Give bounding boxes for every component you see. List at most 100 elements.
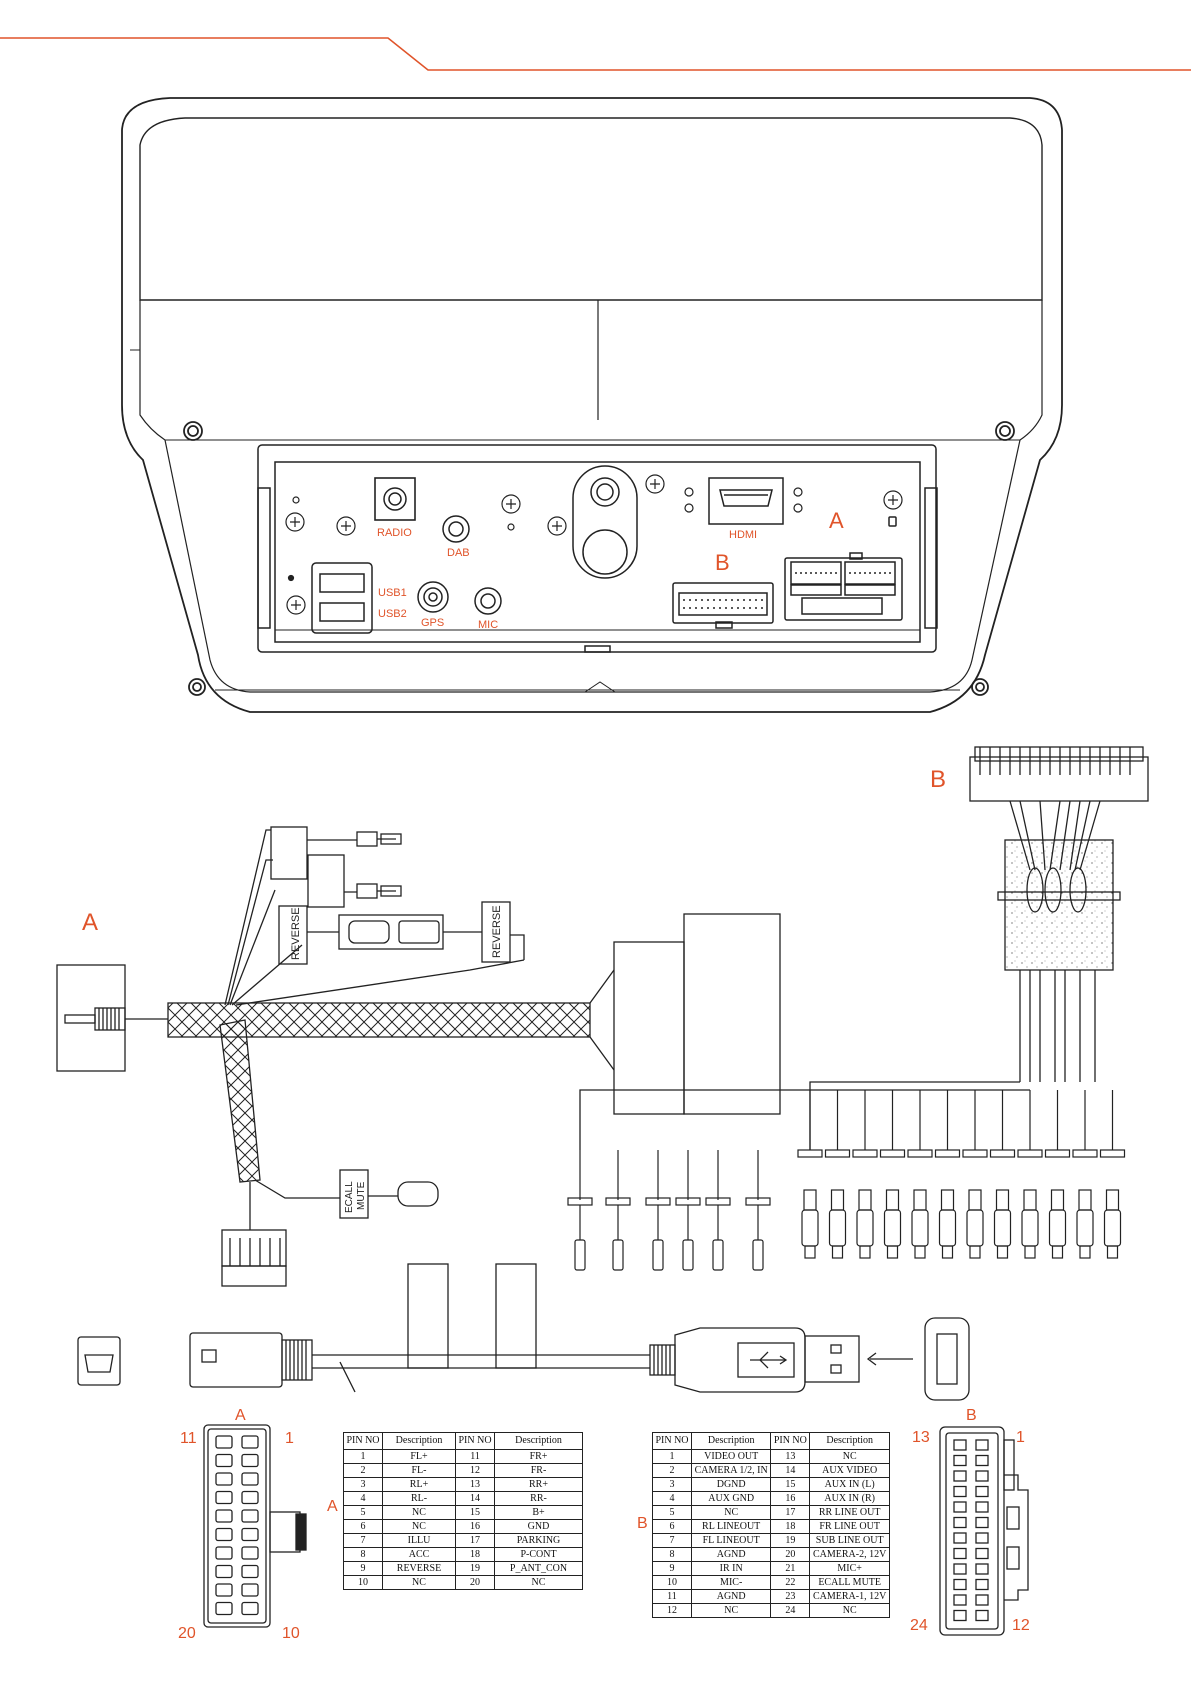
pin-number-cell: 5: [652, 1505, 692, 1520]
connector-pin: [241, 1546, 259, 1560]
gps-label: GPS: [421, 617, 444, 629]
pin-number-cell: 22: [770, 1575, 811, 1590]
pin-description-cell: AUX GND: [690, 1491, 772, 1506]
connector-pin: [215, 1435, 233, 1449]
spade-terminal: [605, 1150, 631, 1271]
harness-label-b: B: [930, 766, 946, 793]
pin-description-cell: NC: [494, 1575, 583, 1590]
connector-pin: [975, 1578, 989, 1591]
table-header: PIN NO: [652, 1432, 692, 1450]
connector-a-pin-11: 11: [180, 1430, 197, 1447]
pin-number-cell: 15: [770, 1477, 811, 1492]
table-header: Description: [381, 1432, 457, 1450]
pin-description-cell: RR LINE OUT: [809, 1505, 890, 1520]
usb2-label: USB2: [378, 608, 407, 620]
pin-number-cell: 3: [652, 1477, 692, 1492]
connector-pin: [975, 1594, 989, 1606]
pin-number-cell: 16: [455, 1519, 496, 1534]
pin-number-cell: 5: [343, 1505, 383, 1520]
connector-pin: [975, 1485, 989, 1498]
pin-number-cell: 12: [455, 1463, 496, 1478]
connector-pin: [215, 1490, 233, 1505]
pin-description-cell: RR+: [494, 1477, 583, 1492]
connector-pin: [241, 1435, 259, 1449]
rca-plug: [1044, 1090, 1071, 1259]
rca-plug: [1017, 1090, 1043, 1259]
b-harness: [579, 746, 1149, 1150]
pin-number-cell: 11: [652, 1589, 692, 1604]
connector-pin: [953, 1563, 967, 1575]
pin-description-cell: NC: [809, 1449, 890, 1464]
rca-plug: [1099, 1090, 1126, 1259]
pin-description-cell: AUX IN (L): [809, 1477, 890, 1492]
pin-description-cell: RR-: [494, 1491, 583, 1506]
pin-number-cell: 12: [652, 1603, 692, 1618]
connector-pin: [215, 1583, 233, 1597]
rca-plug: [907, 1090, 933, 1259]
pin-description-cell: REVERSE: [381, 1561, 457, 1576]
connector-pin: [215, 1509, 233, 1523]
table-header-row: PIN NO Description PIN NO Description: [652, 1432, 890, 1450]
connector-pin: [241, 1490, 259, 1505]
usb-cable: [77, 1263, 970, 1401]
connector-pin: [241, 1564, 259, 1579]
pin-description-cell: MIC+: [809, 1561, 890, 1576]
connector-pin: [953, 1439, 967, 1451]
spade-terminal-row: [567, 1150, 771, 1271]
pin-number-cell: 4: [652, 1491, 692, 1506]
main-harness: [56, 826, 781, 1287]
pin-number-cell: 9: [343, 1561, 383, 1576]
table-header: Description: [494, 1432, 583, 1450]
pin-description-cell: DGND: [690, 1477, 772, 1492]
connector-pin: [215, 1564, 233, 1579]
pin-description-cell: CAMERA-1, 12V: [809, 1589, 890, 1604]
spade-terminal: [705, 1150, 731, 1271]
pin-number-cell: 19: [770, 1533, 811, 1548]
pin-description-cell: NC: [381, 1519, 457, 1534]
ecall-mute-label-1: ECALL: [344, 1181, 355, 1213]
pin-description-cell: CAMERA-2, 12V: [809, 1547, 890, 1562]
connector-b-pin-24: 24: [910, 1617, 928, 1634]
pin-number-cell: 8: [343, 1547, 383, 1562]
pin-description-cell: NC: [809, 1603, 890, 1618]
table-header-row: PIN NO Description PIN NO Description: [343, 1432, 583, 1450]
pin-number-cell: 23: [770, 1589, 811, 1604]
connector-pin: [953, 1547, 967, 1560]
connector-pin: [975, 1439, 989, 1451]
hdmi-label: HDMI: [729, 529, 757, 541]
connector-pin: [975, 1516, 989, 1529]
rca-plug: [989, 1090, 1016, 1259]
head-unit: [121, 97, 1063, 713]
connector-b-pin-1: 1: [1016, 1429, 1025, 1446]
connector-pin: [953, 1454, 967, 1467]
pin-description-cell: GND: [494, 1519, 583, 1534]
pin-number-cell: 4: [343, 1491, 383, 1506]
connector-b-face: [939, 1426, 1029, 1636]
pin-description-cell: AGND: [690, 1547, 772, 1562]
mic-label: MIC: [478, 619, 498, 631]
pin-description-cell: AUX VIDEO: [809, 1463, 890, 1478]
pin-description-cell: ECALL MUTE: [809, 1575, 890, 1590]
pin-number-cell: 13: [455, 1477, 496, 1492]
pin-number-cell: 14: [455, 1491, 496, 1506]
rca-plug: [852, 1090, 878, 1259]
connector-pin: [241, 1601, 259, 1616]
table-header: PIN NO: [343, 1432, 383, 1450]
pin-number-cell: 24: [770, 1603, 811, 1618]
pin-description-cell: ACC: [381, 1547, 457, 1562]
